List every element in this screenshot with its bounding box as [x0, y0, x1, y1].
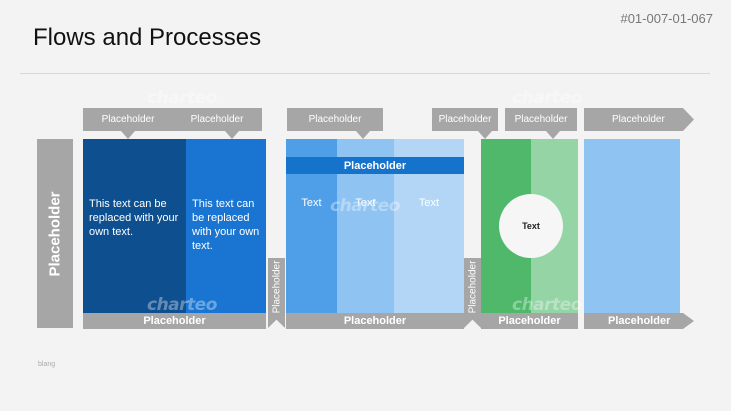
- watermark-3: charteo: [330, 196, 400, 216]
- block2-text-2: Text: [355, 197, 376, 209]
- block1-text-1: This text can be replaced with your own …: [89, 198, 179, 238]
- watermark-1: charteo: [147, 88, 217, 108]
- block1-top-tab-1: Placeholder: [83, 108, 173, 131]
- block3-circle-text: Text: [522, 221, 540, 231]
- block1-panel-blue: [186, 139, 266, 313]
- block3-bottom-bar: Placeholder: [481, 313, 578, 329]
- separator-1-label: Placeholder: [271, 260, 282, 314]
- separator-2-label: Placeholder: [467, 260, 478, 314]
- slide-code: #01-007-01-067: [620, 11, 713, 26]
- block1-top-tab-2: Placeholder: [172, 108, 262, 131]
- block2-top-tab: Placeholder: [287, 108, 383, 131]
- left-vertical-label: Placeholder: [37, 139, 73, 328]
- block1-panel-dark: [83, 139, 186, 313]
- footer-text: blang: [38, 361, 56, 368]
- separator-2: Placeholder: [464, 258, 481, 328]
- block4-panel: [584, 139, 680, 313]
- watermark-5: charteo: [512, 295, 582, 315]
- block1-bottom-bar: Placeholder: [83, 313, 266, 329]
- block2-top-tab-pointer: [356, 131, 370, 139]
- block2-bottom-bar: Placeholder: [286, 313, 464, 329]
- block3-top-tab-1: Placeholder: [432, 108, 498, 131]
- separator-1: Placeholder: [268, 258, 285, 328]
- block1-text-2: This text can be replaced with your own …: [192, 198, 260, 252]
- block2-text-3: Text: [418, 197, 440, 209]
- block1-top-tab-1-pointer: [121, 131, 135, 139]
- title-divider: [20, 73, 710, 74]
- block1-top-tab-2-pointer: [225, 131, 239, 139]
- block3-top-tab-2: Placeholder: [505, 108, 577, 131]
- block4-bottom-arrow: Placeholder: [584, 313, 694, 329]
- block4-top-tab: Placeholder: [584, 108, 694, 131]
- block3-top-tab-2-pointer: [546, 131, 560, 139]
- watermark-4: charteo: [512, 88, 582, 108]
- page-title: Flows and Processes: [33, 24, 262, 51]
- block3-circle: Text: [499, 194, 563, 258]
- block2-text-1: Text: [301, 197, 322, 209]
- watermark-2: charteo: [147, 295, 217, 315]
- left-vertical-label-text: Placeholder: [46, 190, 64, 277]
- block3-top-tab-1-pointer: [478, 131, 492, 139]
- block2-banner: Placeholder: [286, 157, 464, 174]
